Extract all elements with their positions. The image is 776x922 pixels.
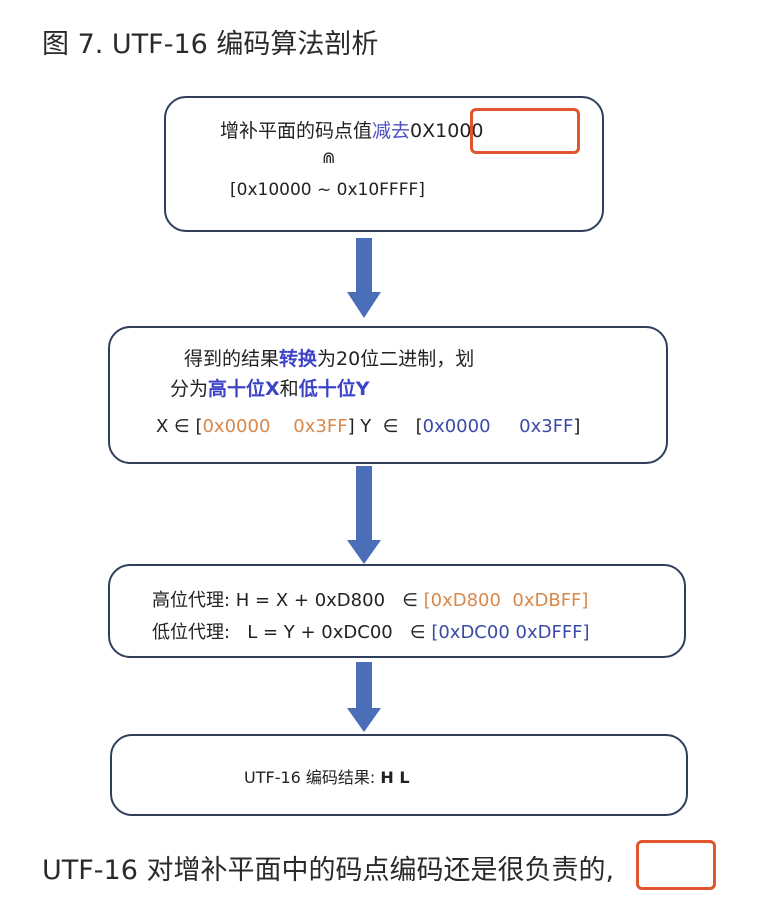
arrow-3-4 xyxy=(347,662,381,732)
step-box-split xyxy=(108,326,668,464)
step2-text-d: 分为 xyxy=(170,378,209,400)
figure-caption: 图 7. UTF-16 编码算法剖析 xyxy=(42,29,379,60)
x-label: X ∈ [ xyxy=(156,416,203,437)
result-value: H L xyxy=(380,768,410,787)
step2-low-ten: 低十位Y xyxy=(298,378,370,400)
step2-text-a: 得到的结果 xyxy=(184,348,280,370)
low-surrogate-range: [0xDC00 0xDFFF] xyxy=(431,622,590,643)
step2-line1: 得到的结果转换为20位二进制，划 xyxy=(184,344,474,371)
step2-text-c: 为20位二进制，划 xyxy=(317,348,475,370)
footer-text-before: UTF-16 对增补平面中的码点编码还是很 xyxy=(42,855,525,886)
high-surrogate-label: 高位代理: H = X + 0xD800 ∈ xyxy=(152,590,424,611)
step2-and: 和 xyxy=(279,378,299,400)
highlight-frame-value xyxy=(470,108,580,154)
step1-range: [0x10000 ~ 0x10FFFF] xyxy=(230,180,425,200)
footer-boxed-word: 负责 xyxy=(524,855,579,886)
result-label: UTF-16 编码结果: xyxy=(244,768,381,787)
step-box-subtract xyxy=(164,96,604,232)
arrow-2-3 xyxy=(347,466,381,564)
x-range: 0x0000 0x3FF xyxy=(202,416,348,437)
y-range: 0x0000 0x3FF xyxy=(422,416,574,437)
step1-symbol: ⋒ xyxy=(322,148,336,167)
footer-sentence: UTF-16 对增补平面中的码点编码还是很负责的, xyxy=(42,848,614,887)
step1-line1: 增补平面的码点值减去0X1000 xyxy=(220,116,484,143)
high-surrogate-line: 高位代理: H = X + 0xD800 ∈ [0xD800 0xDBFF] xyxy=(152,586,588,612)
step-box-surrogates xyxy=(108,564,686,658)
step2-convert-word: 转换 xyxy=(279,348,318,370)
result-line: UTF-16 编码结果: H L xyxy=(244,764,410,788)
step1-text: 增补平面的码点值 xyxy=(220,120,373,142)
y-close: ] xyxy=(573,416,581,437)
step-box-result xyxy=(110,734,688,816)
arrow-1-2 xyxy=(347,238,381,318)
footer-text-after: 的, xyxy=(578,855,615,886)
step2-line2: 分为高十位X和低十位Y xyxy=(170,374,369,401)
step1-value: 0X1000 xyxy=(410,120,484,142)
highlight-frame-footer xyxy=(636,840,716,890)
high-surrogate-range: [0xD800 0xDBFF] xyxy=(423,590,589,611)
step2-high-ten: 高十位X xyxy=(208,378,280,400)
step1-subtract-word: 减去 xyxy=(372,120,411,142)
low-surrogate-line: 低位代理: L = Y + 0xDC00 ∈ [0xDC00 0xDFFF] xyxy=(152,618,590,644)
y-label: ] Y ∈ [ xyxy=(347,416,423,437)
low-surrogate-label: 低位代理: L = Y + 0xDC00 ∈ xyxy=(152,622,432,643)
step2-ranges: X ∈ [0x0000 0x3FF] Y ∈ [0x0000 0x3FF] xyxy=(156,416,580,437)
